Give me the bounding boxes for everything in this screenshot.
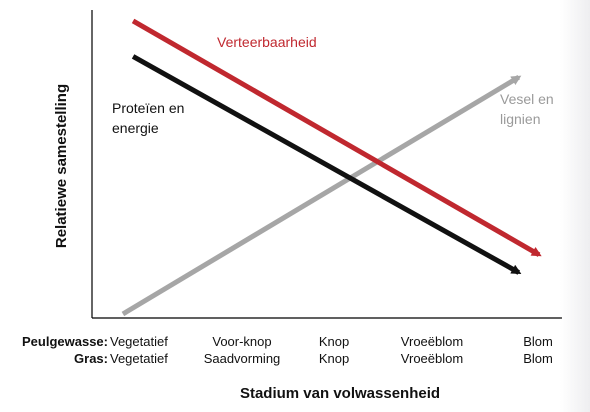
y-axis-label: Relatiewe samestelling [53,84,70,248]
tick-label-row-2-col-2: Saadvorming [204,351,281,366]
tick-row-2-prefix: Gras: [74,351,108,366]
tick-label-row-1-col-3: Knop [319,334,349,349]
tick-label-row-2-col-3: Knop [319,351,349,366]
tick-row-1-prefix: Peulgewasse: [22,334,108,349]
annotation-vesel-en-lignien-line-2: lignien [500,111,540,127]
right-edge-shade [560,0,590,412]
tick-label-row-1-col-4: Vroeëblom [401,334,463,349]
annotation-vesel-en-lignien-line-1: Vesel en [500,91,554,107]
annotation-proteien-en-energie-line-1: Proteïen en [112,100,184,116]
tick-label-row-2-col-4: Vroeëblom [401,351,463,366]
annotation-verteerbaarheid-line-1: Verteerbaarheid [217,34,317,50]
series-line-vesel-en-lignien [121,75,522,317]
x-axis-label: Stadium van volwassenheid [240,385,440,402]
series-line-verteerbaarheid [131,18,542,257]
annotation-proteien-en-energie-line-2: energie [112,120,159,136]
tick-label-row-1-col-2: Voor-knop [212,334,271,349]
series-line-proteien-en-energie [131,54,522,275]
tick-label-row-1-col-5: Blom [523,334,553,349]
tick-label-row-2-col-5: Blom [523,351,553,366]
tick-label-row-1-col-1: Vegetatief [110,334,168,349]
tick-label-row-2-col-1: Vegetatief [110,351,168,366]
